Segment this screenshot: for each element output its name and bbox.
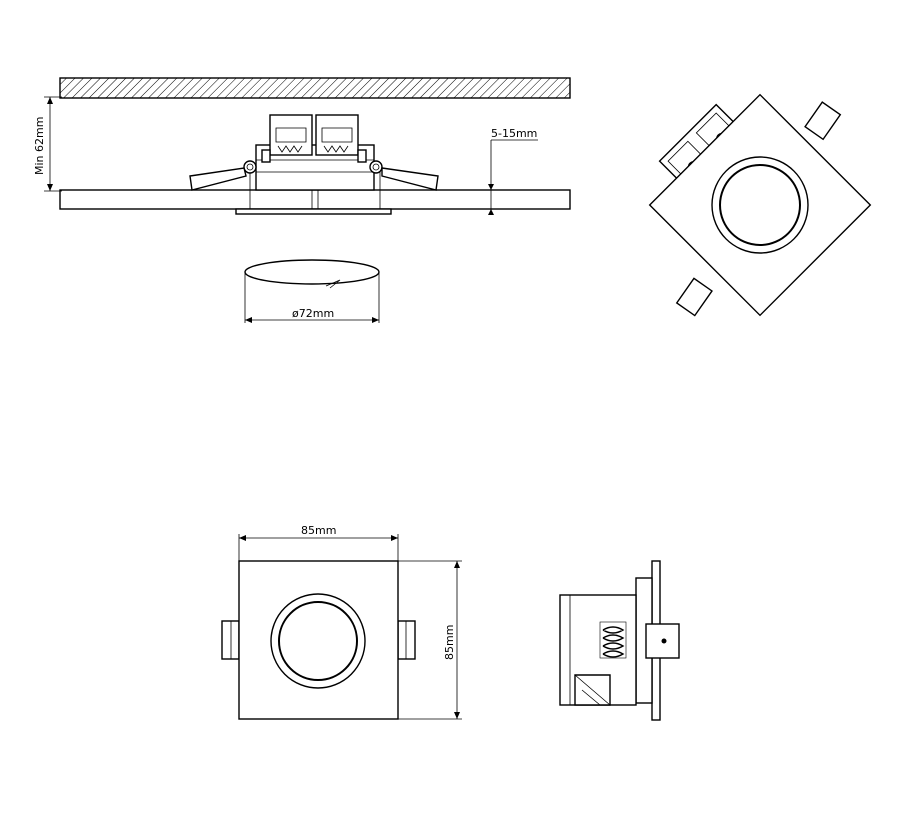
side-view	[559, 560, 680, 721]
luminaire-body-section	[189, 114, 439, 215]
dimension-ceiling-thickness: 5-15mm	[488, 127, 538, 215]
ceiling-thickness-label: 5-15mm	[491, 127, 537, 140]
installation-section-view: Min 62mm 5-15mm	[33, 77, 571, 215]
front-view: 85mm 85mm	[221, 524, 462, 720]
cutout-view: ø72mm	[244, 259, 380, 323]
isometric-view	[648, 93, 872, 317]
height-label: 85mm	[443, 625, 456, 660]
ceiling-slab	[59, 77, 571, 99]
width-label: 85mm	[301, 524, 336, 537]
dimension-width: 85mm	[238, 524, 399, 561]
ceiling-panel	[59, 189, 571, 210]
min-depth-label: Min 62mm	[33, 117, 46, 175]
cutout-diameter-label: ø72mm	[292, 307, 334, 320]
dimension-min-depth: Min 62mm	[33, 96, 62, 192]
dimension-height: 85mm	[398, 560, 462, 720]
